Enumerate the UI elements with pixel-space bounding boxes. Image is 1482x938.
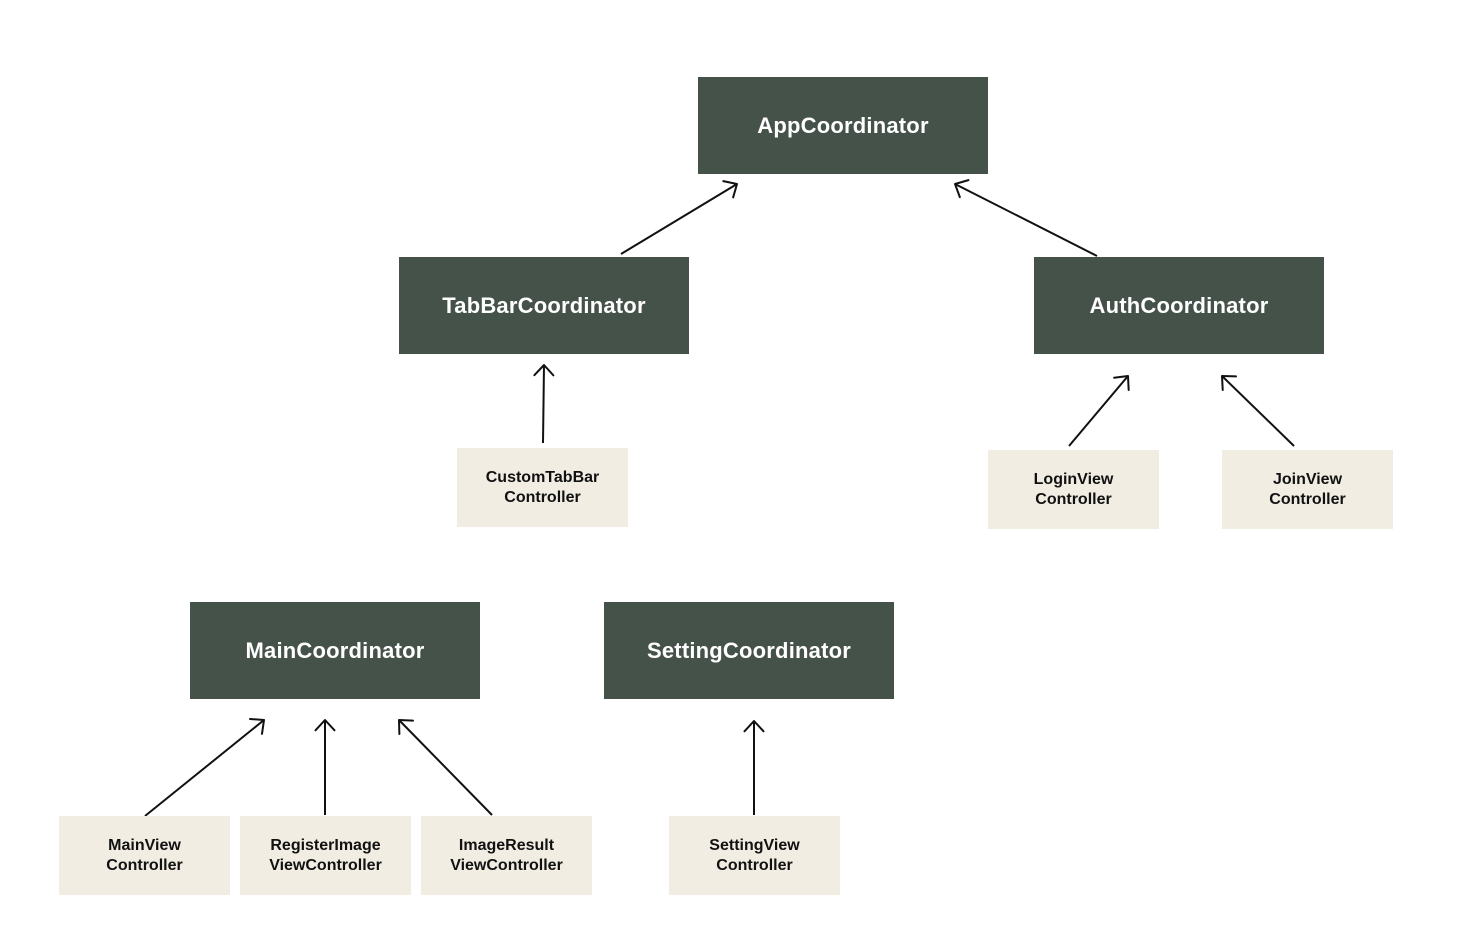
register-image-view-controller-line2: ViewController [269,856,382,874]
image-result-view-controller-node: ImageResult ViewController [421,816,592,895]
main-coordinator-node: MainCoordinator [190,602,480,699]
setting-view-controller-line2: Controller [716,856,793,874]
app-coordinator-node: AppCoordinator [698,77,988,174]
arrow-head [398,719,414,735]
arrow-head [249,718,265,735]
arrow-shaft [1068,375,1129,447]
main-view-controller-node: MainView Controller [59,816,230,895]
arrow-shaft [542,364,545,444]
arrow-setting-view-to-setting [743,720,765,815]
arrow-join-to-auth [1221,375,1295,447]
custom-tabbar-controller-node: CustomTabBar Controller [457,448,628,527]
arrow-register-image-to-main [314,719,336,815]
custom-tabbar-controller-line2: Controller [504,488,581,506]
auth-coordinator-label: AuthCoordinator [1089,292,1269,318]
custom-tabbar-controller-line1: CustomTabBar [485,468,600,486]
tabbar-coordinator-node: TabBarCoordinator [399,257,689,354]
tabbar-coordinator-label: TabBarCoordinator [442,292,646,318]
register-image-view-controller-line1: RegisterImage [270,836,381,854]
arrow-shaft [144,719,265,817]
arrow-shaft [954,183,1098,257]
auth-coordinator-node: AuthCoordinator [1034,257,1324,354]
arrow-head [1113,375,1130,391]
arrow-head [533,364,555,377]
image-result-view-controller-line1: ImageResult [458,836,555,854]
setting-coordinator-node: SettingCoordinator [604,602,894,699]
main-view-controller-line2: Controller [106,856,183,874]
arrow-main-view-to-main [144,718,265,817]
setting-coordinator-label: SettingCoordinator [646,637,852,663]
join-view-controller-node: JoinView Controller [1222,450,1393,529]
arrow-login-to-auth [1068,375,1130,447]
main-view-controller-line1: MainView [108,836,181,854]
arrow-head [722,180,738,199]
join-view-controller-line1: JoinView [1272,470,1343,488]
login-view-controller-node: LoginView Controller [988,450,1159,529]
arrow-shaft [1221,375,1295,447]
arrow-head [954,179,970,199]
arrow-custom-tabbar-to-tabbar [533,364,555,444]
login-view-controller-line1: LoginView [1033,470,1114,488]
login-view-controller-line2: Controller [1035,490,1112,508]
arrow-auth-to-app [954,179,1098,257]
arrow-head [1221,375,1237,391]
app-coordinator-label: AppCoordinator [757,112,929,138]
join-view-controller-line2: Controller [1269,490,1346,508]
arrow-head [314,719,336,732]
arrow-shaft [398,719,493,816]
arrow-image-result-to-main [398,719,493,816]
image-result-view-controller-line2: ViewController [450,856,563,874]
main-coordinator-label: MainCoordinator [245,637,425,663]
arrow-shaft [620,183,738,255]
setting-view-controller-line1: SettingView [709,836,800,854]
arrow-head [743,720,765,733]
register-image-view-controller-node: RegisterImage ViewController [240,816,411,895]
arrow-tabbar-to-app [620,180,738,255]
setting-view-controller-node: SettingView Controller [669,816,840,895]
